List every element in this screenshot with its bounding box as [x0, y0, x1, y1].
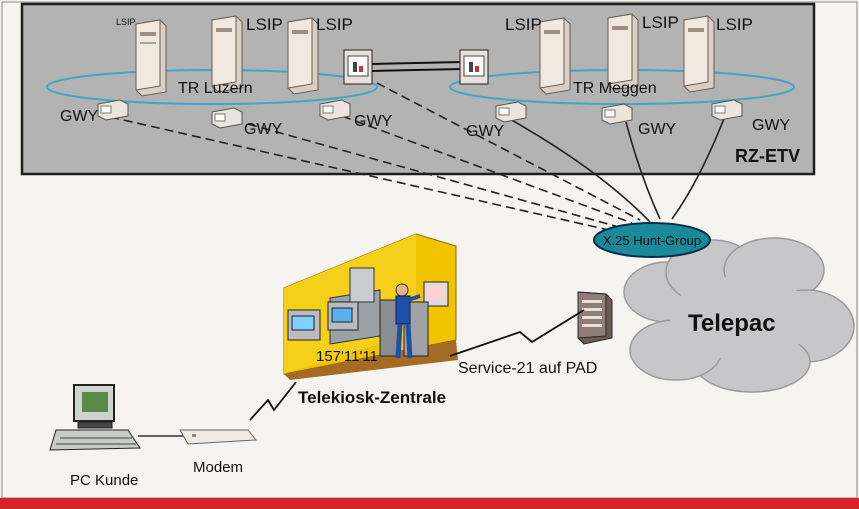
lsip-label-5: LSIP: [642, 13, 679, 32]
gwy-label-2: GWY: [244, 121, 283, 138]
kiosk-number: 157'11'11: [316, 348, 378, 365]
lsip-server-3: [287, 17, 319, 95]
gateway-1: [97, 99, 129, 121]
solid-links: [507, 115, 726, 223]
router-link-bottom: [371, 68, 463, 72]
lsip-server-4: [539, 17, 571, 95]
gwy-label-4: GWY: [466, 123, 505, 140]
gwy-label-6: GWY: [752, 117, 791, 134]
lsip-server-1: [135, 19, 167, 97]
datacenter-name: RZ-ETV: [735, 146, 800, 166]
lsip-server-6: [683, 15, 715, 93]
accent-bar: [0, 498, 859, 509]
modem-kiosk-link: [249, 381, 297, 421]
lsip-label-1: LSIP: [116, 17, 136, 27]
telepac-label: Telepac: [688, 310, 776, 337]
lsip-label-3: LSIP: [316, 15, 353, 34]
lsip-label-4: LSIP: [505, 15, 542, 34]
pc-keyboard: [49, 429, 141, 451]
gateway-6: [711, 99, 743, 121]
pc-label: PC Kunde: [70, 472, 138, 489]
operator-figure: [395, 283, 421, 359]
ring-luzern-label: TR Luzern: [178, 80, 253, 97]
pad-link-label: Service-21 auf PAD: [458, 360, 597, 377]
router-meggen: [459, 49, 489, 85]
gwy-label-5: GWY: [638, 121, 677, 138]
telepac-cloud: [623, 237, 855, 393]
lsip-server-2: [211, 15, 243, 93]
modem-label: Modem: [193, 459, 243, 476]
kiosk-room: [283, 233, 458, 380]
gwy-label-3: GWY: [354, 113, 393, 130]
hunt-group-node: [593, 222, 711, 258]
gateway-3: [319, 99, 351, 121]
kiosk-title: Telekiosk-Zentrale: [298, 388, 446, 407]
hunt-group-label: X.25 Hunt-Group: [603, 233, 701, 248]
lsip-label-6: LSIP: [716, 15, 753, 34]
gwy-label-1: GWY: [60, 108, 99, 125]
gateway-5: [601, 103, 633, 125]
modem-device: [179, 429, 257, 445]
lsip-label-2: LSIP: [246, 15, 283, 34]
gateway-2: [211, 107, 243, 129]
pad-device: [577, 291, 613, 345]
router-luzern: [343, 49, 373, 85]
dashed-links: [109, 69, 641, 234]
ring-meggen-label: TR Meggen: [573, 80, 657, 97]
gateway-4: [495, 101, 527, 123]
router-link-top: [371, 61, 463, 65]
lsip-server-5: [607, 13, 639, 91]
kiosk-pad-link: [449, 309, 585, 357]
pc-monitor: [73, 384, 115, 429]
